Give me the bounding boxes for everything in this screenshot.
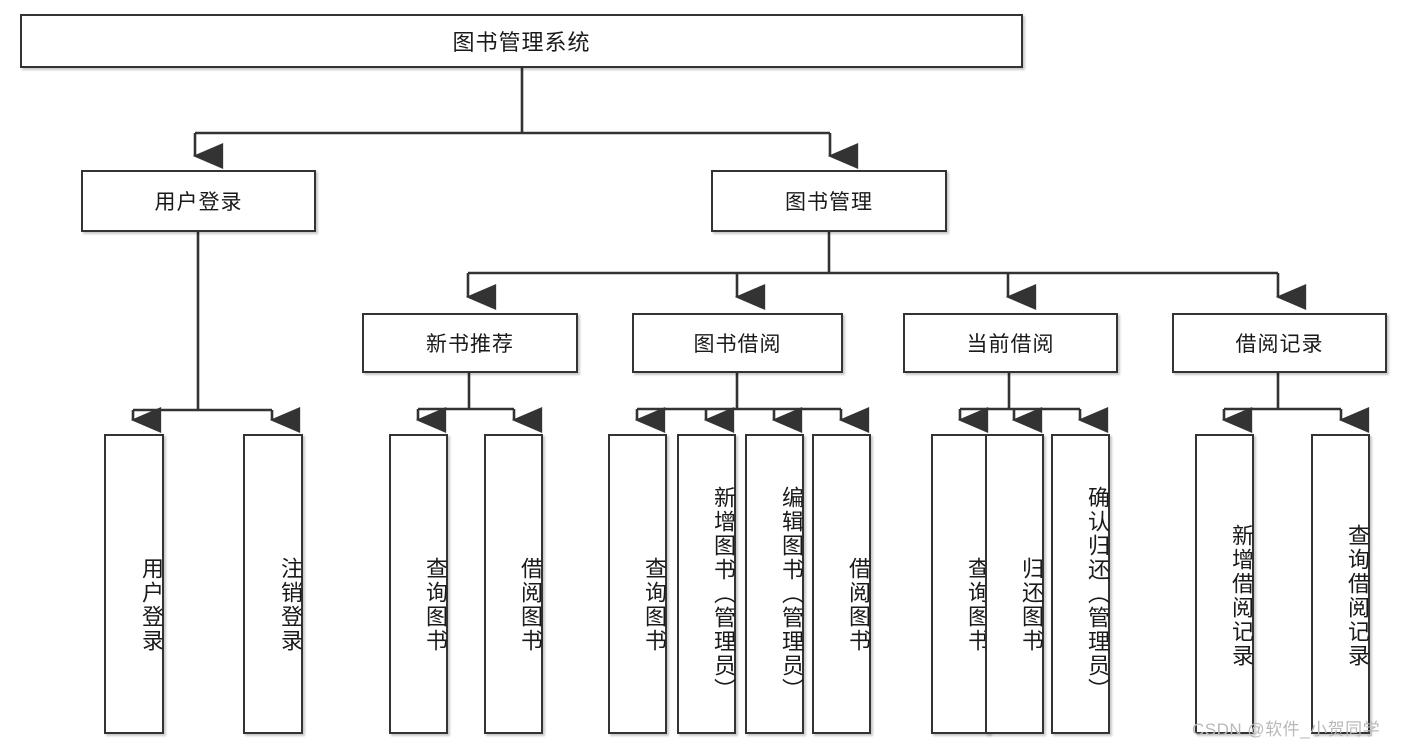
node-label: 归还图书 — [1019, 557, 1044, 653]
node-book-borrow[interactable]: 图书借阅 — [632, 313, 843, 373]
node-label: 新书推荐 — [426, 333, 514, 356]
node-label: 图书管理系统 — [452, 30, 591, 55]
leaf-query-book-current[interactable]: 查询图书 — [931, 434, 990, 734]
node-borrow-record[interactable]: 借阅记录 — [1172, 313, 1387, 373]
leaf-query-book-recommend[interactable]: 查询图书 — [389, 434, 448, 734]
node-label: 确认归还（管理员） — [1085, 486, 1110, 702]
leaf-query-book-borrow[interactable]: 查询图书 — [608, 434, 667, 734]
leaf-borrow-book-recommend[interactable]: 借阅图书 — [484, 434, 543, 734]
node-label: 查询借阅记录 — [1345, 524, 1370, 668]
leaf-add-book-admin[interactable]: 新增图书（管理员） — [677, 434, 736, 734]
node-label: 查询图书 — [423, 557, 448, 653]
node-label: 用户登录 — [154, 191, 243, 214]
leaf-query-borrow-record[interactable]: 查询借阅记录 — [1311, 434, 1370, 734]
node-label: 当前借阅 — [966, 333, 1055, 356]
node-label: 新增图书（管理员） — [711, 486, 736, 702]
node-label: 图书管理 — [785, 191, 873, 214]
node-label: 借阅图书 — [518, 557, 543, 653]
leaf-return-book[interactable]: 归还图书 — [985, 434, 1044, 734]
node-book-management[interactable]: 图书管理 — [711, 170, 947, 232]
node-root-book-management-system[interactable]: 图书管理系统 — [20, 14, 1023, 68]
node-user-login[interactable]: 用户登录 — [81, 170, 316, 232]
leaf-edit-book-admin[interactable]: 编辑图书（管理员） — [745, 434, 804, 734]
leaf-confirm-return-admin[interactable]: 确认归还（管理员） — [1051, 434, 1110, 734]
node-label: 注销登录 — [278, 557, 303, 653]
node-label: 编辑图书（管理员） — [779, 486, 804, 702]
node-label: 图书借阅 — [693, 333, 782, 356]
node-label: 借阅记录 — [1235, 333, 1324, 356]
node-label: 查询图书 — [642, 557, 667, 653]
leaf-logout[interactable]: 注销登录 — [243, 434, 303, 734]
node-new-book-recommend[interactable]: 新书推荐 — [362, 313, 578, 373]
node-current-borrow[interactable]: 当前借阅 — [903, 313, 1118, 373]
leaf-add-borrow-record[interactable]: 新增借阅记录 — [1195, 434, 1254, 734]
leaf-borrow-book[interactable]: 借阅图书 — [812, 434, 871, 734]
node-label: 借阅图书 — [846, 557, 871, 653]
watermark-text: CSDN @软件_小贺同学 — [1192, 720, 1381, 739]
leaf-user-login[interactable]: 用户登录 — [104, 434, 164, 734]
node-label: 用户登录 — [139, 557, 164, 653]
watermark-csdn: CSDN @软件_小贺同学 — [1192, 715, 1380, 740]
node-label: 新增借阅记录 — [1229, 524, 1254, 668]
